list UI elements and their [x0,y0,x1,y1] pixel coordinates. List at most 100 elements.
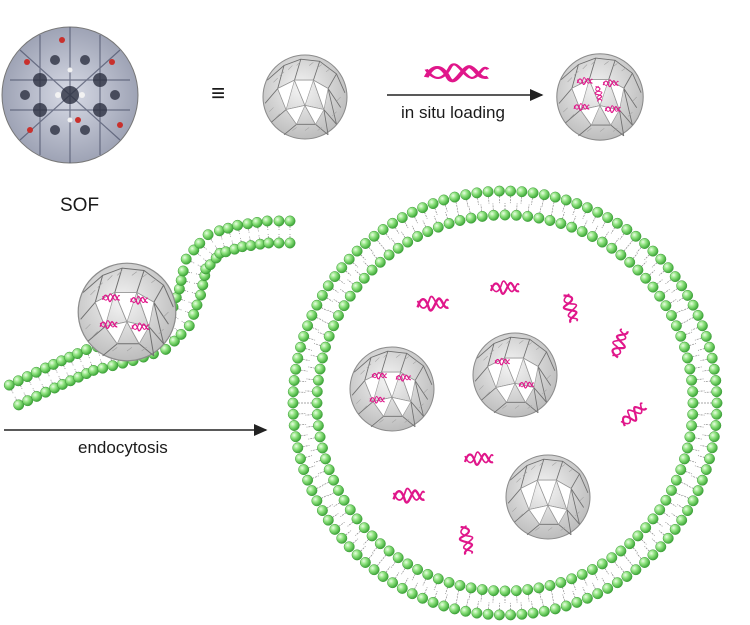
lipid-tail [466,199,469,207]
lipid-tail [424,587,428,594]
lipid-head [669,523,681,535]
lipid-head [402,236,414,248]
lipid-tail [332,288,339,293]
lipid-head [706,352,718,364]
lipid-head [682,289,694,301]
lipid-head [647,245,659,257]
lipid-tail [231,240,234,245]
lipid-tail [477,197,479,205]
lipid-tail [649,270,655,276]
lipid-head [692,485,704,497]
lipid-head [684,363,696,375]
lipid-tail [74,368,77,373]
lipid-head [460,605,472,617]
lipid-head [432,221,444,233]
lipid-head [505,185,517,197]
lipid-head [288,420,300,431]
lipid-head [427,198,439,210]
lipid-head [351,549,363,561]
lipid-head [488,585,500,597]
lipid-tail [455,201,458,209]
lipid-head [576,568,588,580]
lipid-head [13,399,25,411]
lipid-tail [345,530,352,536]
lipid-tail [381,245,387,252]
lipid-tail [368,553,374,560]
lipid-head [359,238,371,249]
lipid-tail [477,601,479,609]
lipid-head [374,538,386,550]
lipid-tail [249,236,251,241]
lipid-tail [445,211,448,219]
lipid-tail [582,212,586,219]
lipid-tail [433,583,437,591]
lipid-tail [480,204,483,212]
lipid-head [632,264,644,276]
lipid-tail [663,289,670,294]
lipid-tail [632,253,638,259]
lipid-tail [368,246,374,253]
lipid-head [232,219,244,231]
lipid-head [295,341,306,353]
lipid-head [711,386,723,398]
lipid-head [476,584,488,596]
lipid-head [202,229,214,241]
lipid-head [402,558,414,570]
lipid-head [505,609,517,621]
lipid-tail [308,465,316,469]
lipid-tail [347,279,354,285]
lipid-head [383,545,395,557]
lipid-tail [50,379,53,384]
lipid-head [686,420,698,432]
lipid-head [188,308,200,320]
lipid-head [306,485,318,497]
lipid-head [177,265,189,277]
lipid-tail [604,568,609,575]
lipid-head [700,464,712,476]
lipid-head [666,310,677,322]
lipid-tail [209,251,213,255]
lipid-tail [411,225,416,233]
lipid-head [482,608,494,620]
lipid-tail [675,492,683,497]
lipid-head [662,262,674,274]
lipid-tail [197,264,202,268]
lipid-head [438,194,450,206]
lipid-head [292,352,304,364]
lipid-head [611,577,623,589]
lipid-head [510,209,522,221]
lipid-tail [197,253,201,257]
lipid-tail [376,239,382,246]
lipid-head [358,272,370,284]
lipid-tail [317,471,325,475]
lipid-tail [308,366,316,369]
lipid-tail [614,238,619,245]
lipid-head [368,230,380,242]
lipid-tail [220,235,223,240]
lipid-tail [677,297,684,302]
lipid-head [298,464,310,476]
lipid-tail [562,587,565,595]
lipid-head [311,386,323,398]
lipid-head [560,600,572,612]
lipid-head [344,290,356,302]
lipid-head [710,420,722,431]
lipid-head [287,386,299,398]
lipid-tail [401,568,406,575]
lipid-tail [174,327,178,332]
lipid-head [295,453,306,465]
lipid-tail [347,521,354,527]
lipid-tail [610,227,616,234]
lipid-head [320,341,331,353]
lipid-tail [333,299,340,304]
lipid-head [298,330,310,342]
lipid-tail [562,594,566,602]
lipid-tail [671,288,678,293]
lipid-tail [229,232,232,237]
sof-label: SOF [60,195,100,216]
lipid-head [368,564,380,576]
lipid-tail [360,254,366,260]
lipid-tail [394,572,400,579]
lipid-head [560,194,572,206]
